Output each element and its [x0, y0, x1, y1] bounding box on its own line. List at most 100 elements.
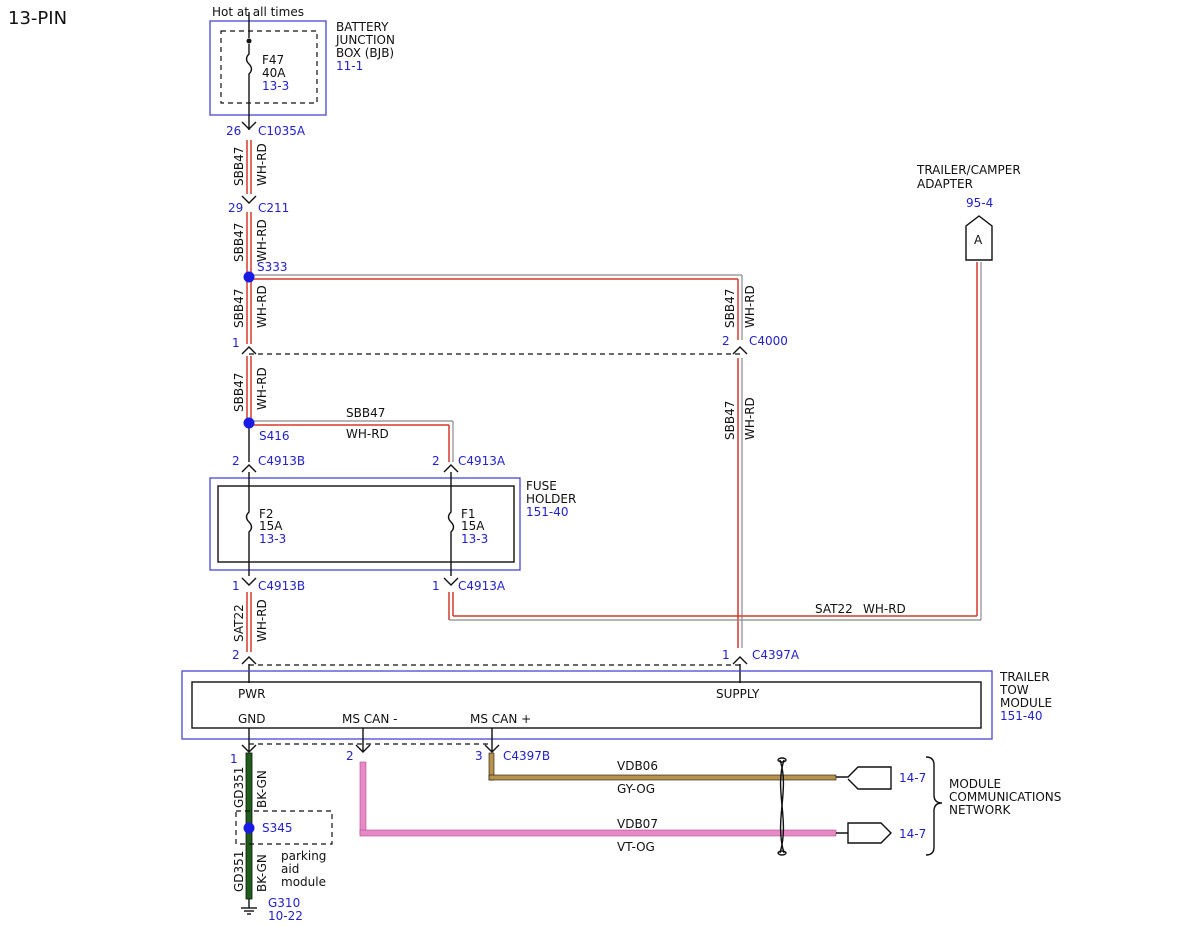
wire-sbb47-to-c4913a: [251, 420, 454, 462]
wire-label-whrd-5: WH-RD: [743, 397, 757, 440]
connector-c4397a-pin: 1: [722, 648, 730, 662]
ttm-pin-gnd: GND: [238, 712, 266, 726]
connector-c4000-pin: 2: [722, 334, 730, 348]
wire-label-vtog: VT-OG: [617, 840, 655, 854]
connector-c1035a-label: C1035A: [258, 124, 306, 138]
connector-c211-pin: 29: [228, 201, 243, 215]
connector-c4913b-bot-label: C4913B: [258, 579, 305, 593]
wire-label-sbb47-4: SBB47: [723, 289, 737, 328]
connector-c4397a-left-symbol: [241, 656, 257, 665]
hot-at-all-times-label: Hot at all times: [212, 5, 304, 19]
wire-label-sbb47-3: SBB47: [232, 289, 246, 328]
wire-label-whrd-8: WH-RD: [255, 599, 269, 642]
ttm-name-1: TRAILER: [999, 670, 1050, 684]
network-connector-2-icon: [836, 822, 892, 844]
ttm-name-3: MODULE: [1000, 696, 1052, 710]
fuse-f47-label: F47: [262, 53, 284, 67]
ttm-pin-mscan-plus: MS CAN +: [470, 712, 531, 726]
connector-c4913a-top-label: C4913A: [458, 454, 506, 468]
wire-label-gd351-1: GD351: [232, 767, 246, 808]
connector-c4000-left-symbol: [241, 346, 257, 355]
fuse-f47-symbol: [245, 44, 253, 130]
connector-c211-symbol: [241, 195, 257, 204]
wire-label-whrd-7: WH-RD: [346, 427, 389, 441]
connector-c4000-left-pin: 1: [232, 336, 240, 350]
fuse-holder-ref: 151-40: [526, 505, 569, 519]
connector-c211-label: C211: [258, 201, 289, 215]
connector-c4397b-label: C4397B: [503, 749, 550, 763]
wire-label-whrd-2: WH-RD: [255, 219, 269, 262]
fuse-f1-label: F1: [461, 507, 476, 521]
connector-c4000-right-symbol: [732, 346, 748, 355]
wire-label-whrd-4: WH-RD: [743, 285, 757, 328]
network-connector-1-icon: [836, 766, 892, 790]
wire-label-sbb47-7: SBB47: [346, 406, 385, 420]
wire-label-sbb47-1: SBB47: [232, 147, 246, 186]
wire-label-sbb47-5: SBB47: [723, 401, 737, 440]
network-ref-2: 14-7: [899, 827, 926, 841]
wire-sbb47-trunk: [246, 140, 252, 462]
trailer-adapter-name-1: TRAILER/CAMPER: [916, 163, 1021, 177]
connector-c4397a-right-symbol: [732, 656, 748, 665]
splice-s416: [243, 417, 255, 429]
trailer-camper-adapter: A TRAILER/CAMPER ADAPTER 95-4: [916, 163, 1021, 261]
connector-c4913a-bot-symbol: [443, 577, 459, 586]
wire-label-gd351-2: GD351: [232, 851, 246, 892]
connector-c4913b-top-symbol: [241, 464, 257, 473]
wire-sbb47-c4000-to-c4397a: [737, 358, 743, 648]
wire-label-whrd-9: WH-RD: [863, 602, 906, 616]
fuse-f1-amps: 15A: [461, 519, 485, 533]
connector-c4913b-bot-pin: 1: [232, 579, 240, 593]
bjb-name-2: JUNCTION: [335, 33, 395, 47]
connector-c4397b-gnd-pin: 1: [230, 752, 238, 766]
wire-label-sat22-2: SAT22: [815, 602, 853, 616]
network-brace: [925, 756, 943, 856]
connector-c4913b-top-pin: 2: [232, 454, 240, 468]
splice-s345-label: S345: [262, 821, 293, 835]
bjb-ref: 11-1: [336, 59, 363, 73]
connector-c4397a-label: C4397A: [752, 648, 800, 662]
connector-c4913a-bot-label: C4913A: [458, 579, 506, 593]
connector-c4913a-top-symbol: [443, 464, 459, 473]
battery-junction-box: BATTERY JUNCTION BOX (BJB) 11-1 F47 40A …: [209, 20, 395, 116]
splice-s345-box: [235, 810, 333, 845]
splice-s416-label: S416: [259, 429, 290, 443]
fuse-holder-name-1: FUSE: [526, 479, 557, 493]
fuse-f1-ref: 13-3: [461, 532, 488, 546]
connector-c4397b-pin: 3: [475, 749, 483, 763]
wire-label-bkgn-2: BK-GN: [255, 854, 269, 892]
trailer-tow-module: PWR SUPPLY GND MS CAN - MS CAN + TRAILER…: [181, 670, 1052, 740]
ttm-pin-mscan-minus: MS CAN -: [342, 712, 398, 726]
network-name-3: NETWORK: [949, 803, 1012, 817]
wire-label-whrd-3: WH-RD: [255, 285, 269, 328]
trailer-adapter-pin: A: [974, 233, 983, 247]
network-ref-1: 14-7: [899, 771, 926, 785]
connector-c1035a-pin: 26: [226, 124, 241, 138]
ttm-pin-supply: SUPPLY: [716, 687, 760, 701]
network-name-1: MODULE: [949, 777, 1001, 791]
wire-label-whrd-1: WH-RD: [255, 143, 269, 186]
parking-aid-label-1: parking: [281, 849, 326, 863]
connector-c4397a-left-pin: 2: [232, 648, 240, 662]
connector-c4913a-bot-pin: 1: [432, 579, 440, 593]
fuse-f2-label: F2: [259, 507, 274, 521]
wire-label-vdb06: VDB06: [617, 759, 658, 773]
wire-vdb07: [359, 761, 837, 837]
ttm-pin-pwr: PWR: [238, 687, 265, 701]
trailer-adapter-name-2: ADAPTER: [917, 177, 973, 191]
wire-sbb47-to-c4000: [251, 274, 743, 340]
connector-c4913b-bot-symbol: [241, 577, 257, 586]
ground-g310-label: G310: [268, 896, 300, 910]
fuse-f2-amps: 15A: [259, 519, 283, 533]
connector-c4000-label: C4000: [749, 334, 788, 348]
ground-g310-ref: 10-22: [268, 909, 303, 923]
fuse-f47-ref: 13-3: [262, 79, 289, 93]
trailer-adapter-ref: 95-4: [966, 196, 993, 210]
ttm-name-2: TOW: [999, 683, 1029, 697]
wire-label-sbb47-2: SBB47: [232, 223, 246, 262]
fuse-f1-symbol: [447, 472, 455, 576]
fuse-f2-ref: 13-3: [259, 532, 286, 546]
connector-c4397b-mscanm-symbol: [355, 744, 371, 753]
fuse-f2-symbol: [245, 472, 253, 576]
